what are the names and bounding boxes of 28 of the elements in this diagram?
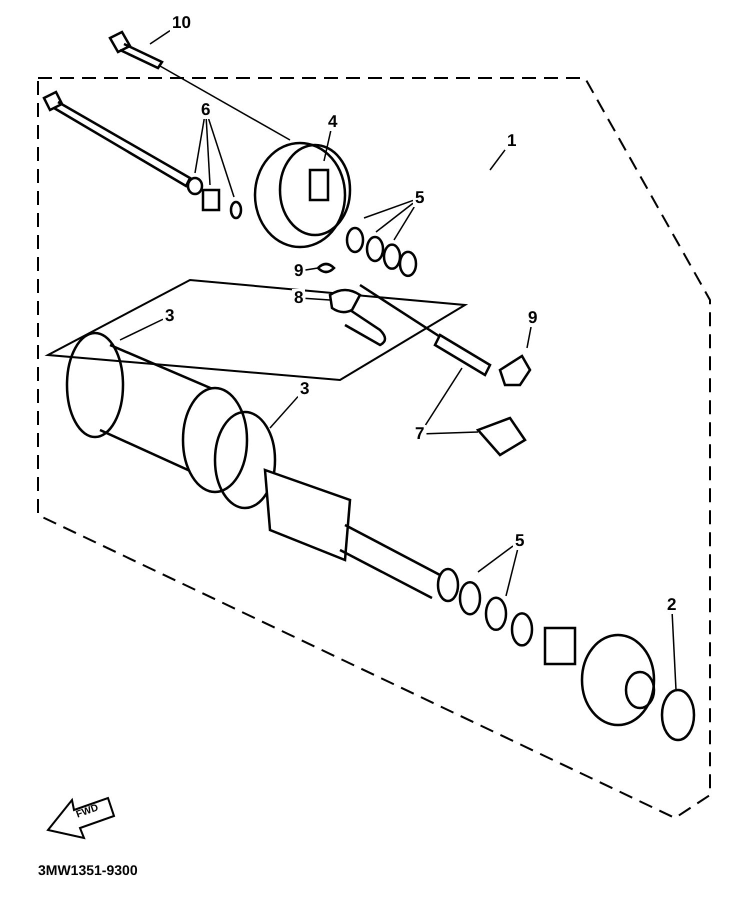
leader-line [323,130,332,162]
part-number: 3MW1351-9300 [38,862,138,878]
callout-number: 5 [413,189,426,207]
leader-line [489,150,506,170]
leader-line [424,368,463,426]
callout-number: 5 [513,532,526,550]
leader-line [526,326,532,348]
leader-line [478,545,514,573]
leader-line [426,431,478,435]
callout-number: 10 [170,14,193,32]
callout-number: 4 [326,113,340,131]
leader-line [671,614,677,690]
callout-number: 3 [298,380,312,398]
leader-line [305,267,318,271]
direction-label: FWD [74,802,100,821]
leader-line [305,298,330,301]
leader-line [376,202,414,233]
callout-number: 6 [199,101,212,119]
leader-line [120,318,164,341]
leader-line [206,118,211,186]
leader-line [269,396,299,428]
leader-line [505,550,518,596]
leader-line [208,118,235,198]
leader-line [364,200,414,219]
callout-number: 9 [526,309,540,327]
leader-line [393,206,415,240]
leader-line [194,118,205,174]
leader-line [150,30,170,45]
